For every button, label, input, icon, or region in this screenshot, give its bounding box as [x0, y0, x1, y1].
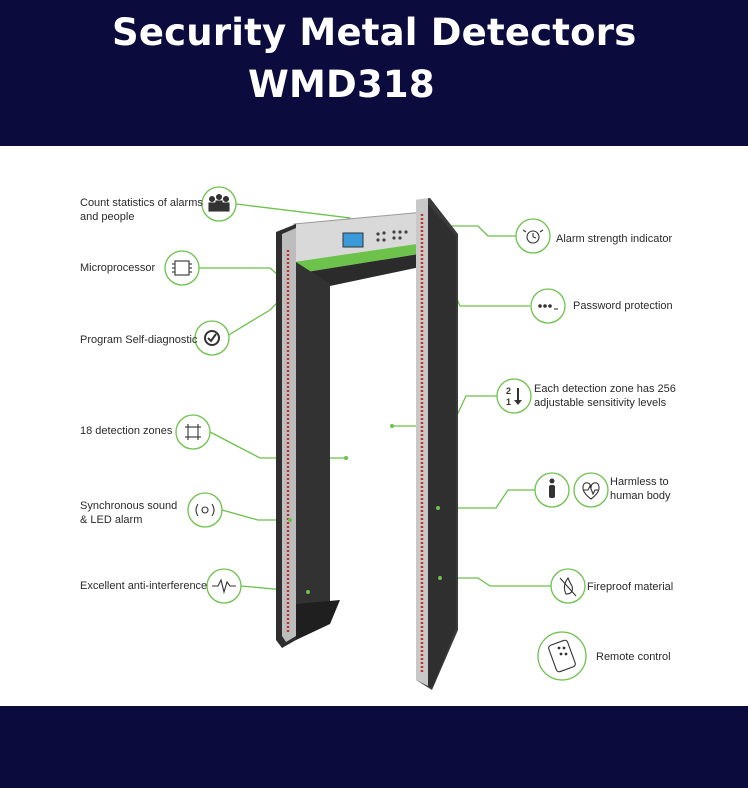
header-band	[0, 0, 748, 146]
right-pillar	[416, 198, 458, 690]
feature-password: Password protection	[573, 300, 673, 312]
feature-detection-zones: 18 detection zones	[80, 425, 173, 437]
feature-self-diagnostic: Program Self-diagnostic	[80, 334, 198, 346]
left-pillar	[276, 224, 340, 648]
feature-fireproof: Fireproof material	[587, 581, 674, 593]
feature-count-statistics: Count statistics of alarms and people	[80, 197, 203, 223]
svg-text:1: 1	[506, 397, 511, 407]
feature-sensitivity: Each detection zone has 256 adjustable s…	[534, 383, 676, 409]
remote-control-icon	[537, 631, 587, 681]
gate-header	[293, 211, 445, 290]
feature-sync-alarm: Synchronous sound & LED alarm	[80, 500, 178, 526]
feature-harmless: Harmless to human body	[610, 476, 671, 502]
feature-microprocessor: Microprocessor	[80, 262, 156, 274]
feature-anti-interference: Excellent anti-interference	[80, 580, 208, 592]
feature-alarm-strength: Alarm strength indicator	[556, 233, 673, 245]
waveform-icon	[206, 568, 242, 604]
no-fire-icon	[550, 568, 586, 604]
display-screen	[342, 232, 364, 248]
grid-dots-icon	[175, 414, 211, 450]
speaker-alarm-icon	[187, 492, 223, 528]
page-title: Security Metal Detectors	[112, 11, 637, 54]
password-dots-icon	[530, 288, 566, 324]
footer-band	[0, 706, 748, 788]
svg-text:2: 2	[506, 386, 511, 396]
feature-remote: Remote control	[596, 651, 671, 663]
model-name: WMD318	[248, 63, 435, 106]
chip-icon	[164, 250, 200, 286]
sort-arrow-icon	[496, 378, 532, 414]
